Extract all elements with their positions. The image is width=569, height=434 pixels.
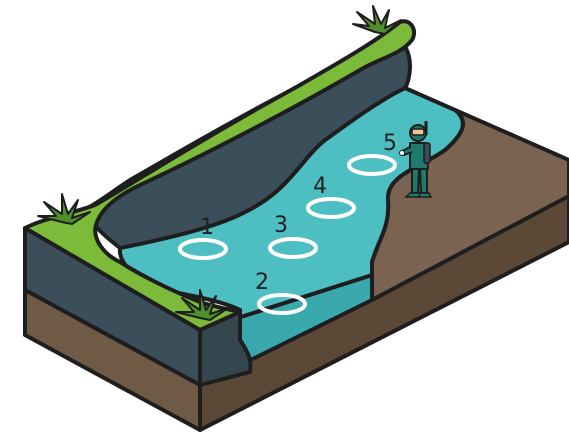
marker-label: 4 <box>313 174 327 199</box>
marker-label: 5 <box>383 131 397 156</box>
marker-label: 1 <box>200 215 214 240</box>
marker-label: 3 <box>274 213 288 238</box>
marker-label: 2 <box>255 270 269 295</box>
